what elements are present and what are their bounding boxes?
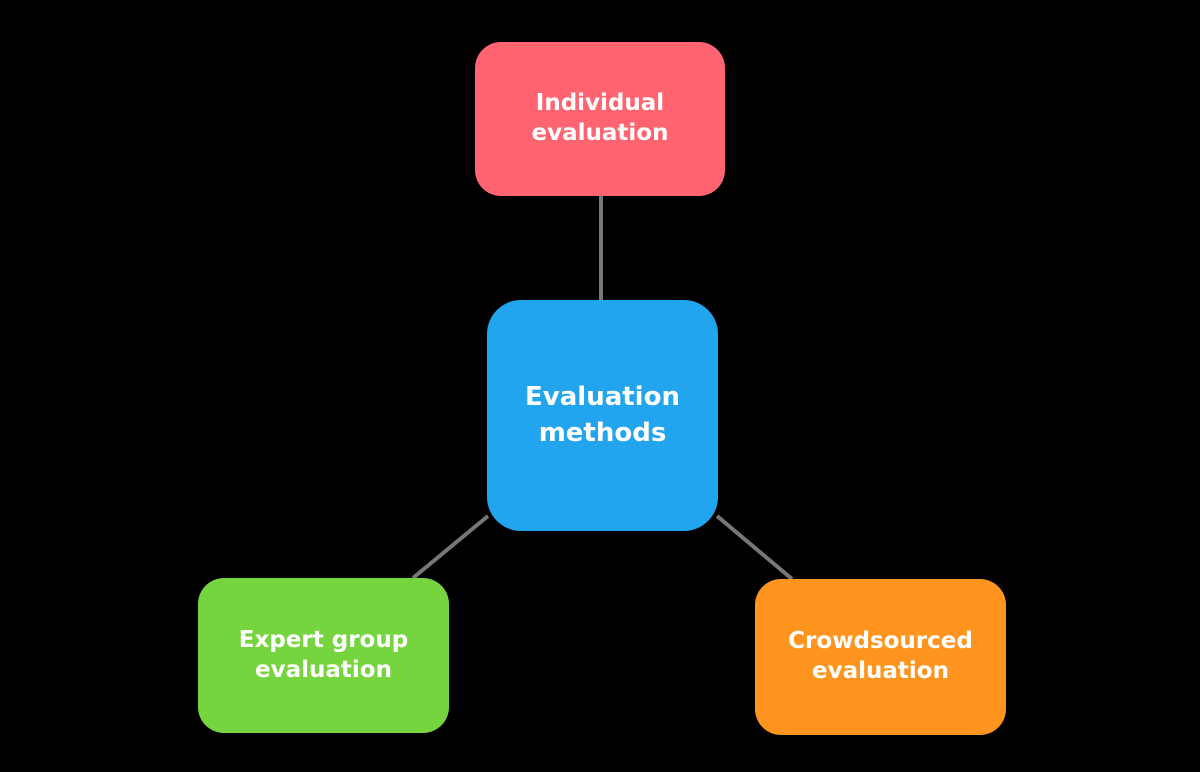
node-label-line: methods xyxy=(538,417,667,448)
connector-center-left xyxy=(411,514,490,580)
node-label-line: Individual xyxy=(535,90,665,117)
node-crowdsourced-evaluation: Crowdsourced evaluation xyxy=(755,579,1006,735)
node-expert-group-evaluation: Expert group evaluation xyxy=(198,578,449,733)
node-label-line: Expert group xyxy=(238,626,409,653)
node-label-line: Evaluation xyxy=(525,381,680,412)
node-label-line: evaluation xyxy=(531,120,669,146)
node-individual-evaluation: Individual evaluation xyxy=(475,42,725,196)
node-label-line: evaluation xyxy=(255,656,392,683)
node-label-line: evaluation xyxy=(812,658,949,684)
node-label-line: Crowdsourced xyxy=(788,628,973,655)
connector-center-right xyxy=(715,514,794,581)
node-evaluation-methods: Evaluation methods xyxy=(487,300,718,531)
